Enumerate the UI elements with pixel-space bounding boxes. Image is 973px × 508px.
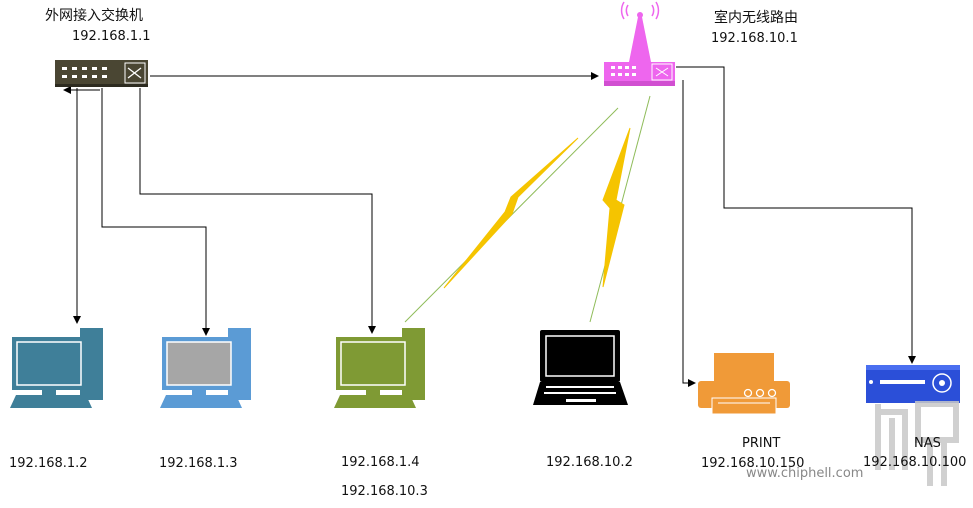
printer-icon (698, 353, 790, 415)
router-icon (604, 1, 675, 86)
watermark-logo-icon (875, 401, 959, 486)
link-switch-pc2 (101, 88, 210, 336)
pc3-ip2: 192.168.10.3 (341, 484, 428, 499)
printer-ip: 192.168.10.150 (701, 456, 805, 471)
wireless-links (404, 95, 651, 323)
desktop-icon (10, 328, 103, 408)
desktop-icon (160, 328, 251, 408)
pc1-ip: 192.168.1.2 (9, 456, 88, 471)
link-router-nas (676, 66, 916, 364)
pc3-ip: 192.168.1.4 (341, 455, 420, 470)
wired-links (63, 66, 916, 387)
router-ip: 192.168.10.1 (711, 31, 798, 46)
switch-title: 外网接入交换机 (45, 8, 143, 24)
nas-name: NAS (914, 436, 941, 451)
link-pc3-switch (139, 88, 376, 334)
pc2-ip: 192.168.1.3 (159, 456, 238, 471)
switch-ip: 192.168.1.1 (72, 29, 151, 44)
printer-name: PRINT (742, 436, 781, 451)
link-router-printer (682, 80, 696, 387)
watermark-text: www.chiphell.com (746, 466, 864, 481)
nas-ip: 192.168.10.100 (863, 455, 967, 470)
laptop-ip: 192.168.10.2 (546, 455, 633, 470)
lightning-icon (443, 137, 579, 289)
laptop-icon (533, 330, 628, 405)
lightning-icon (602, 127, 631, 288)
desktop-icon (334, 328, 425, 408)
switch-icon (55, 60, 148, 87)
nas-icon (866, 365, 960, 403)
router-title: 室内无线路由 (714, 10, 798, 26)
